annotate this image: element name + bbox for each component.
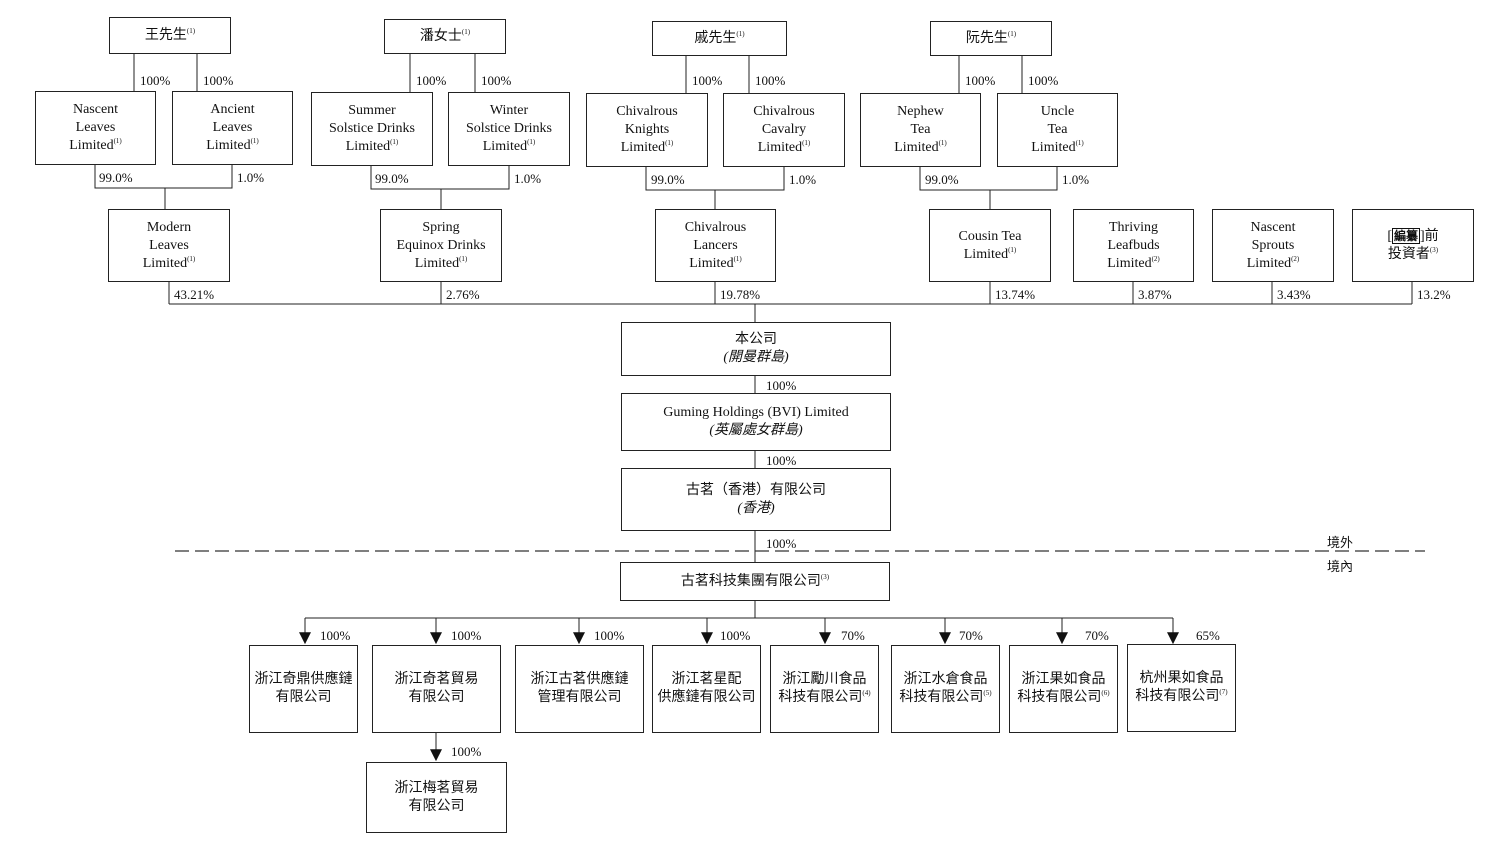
- pct-nascent-modern: 99.0%: [99, 170, 133, 185]
- pct-hk-techgroup: 100%: [766, 536, 797, 551]
- box-thriving-leafbuds: Thriving Leafbuds Limited(2): [1073, 209, 1194, 282]
- pct-grandchild: 100%: [451, 744, 482, 759]
- pct-sub-2: 100%: [451, 628, 482, 643]
- person-pan: 潘女士(1): [384, 19, 506, 54]
- pct-pan-winter: 100%: [481, 73, 512, 88]
- pct-qi-knights: 100%: [692, 73, 723, 88]
- pct-company-bvi: 100%: [766, 378, 797, 393]
- box-chivalrous-lancers: Chivalrous Lancers Limited(1): [655, 209, 776, 282]
- box-nephew-tea: Nephew Tea Limited(1): [860, 93, 981, 167]
- pct-nascent-sprouts: 3.43%: [1277, 287, 1311, 302]
- pct-chivalrous-lancers: 19.78%: [720, 287, 761, 302]
- box-sub-hangzhou-guoru: 杭州果如食品 科技有限公司(7): [1127, 644, 1236, 732]
- box-chivalrous-knights: Chivalrous Knights Limited(1): [586, 93, 708, 167]
- pct-summer-spring: 99.0%: [375, 171, 409, 186]
- person-wang: 王先生(1): [109, 17, 231, 54]
- box-spring-equinox: Spring Equinox Drinks Limited(1): [380, 209, 502, 282]
- pct-cavalry-lancers: 1.0%: [789, 172, 817, 187]
- box-company: 本公司 (開曼群島): [621, 322, 891, 376]
- redaction-mark: 編纂: [1391, 227, 1420, 244]
- person-ruan: 阮先生(1): [930, 21, 1052, 56]
- box-zhejiang-meiming-trading: 浙江梅茗貿易 有限公司: [366, 762, 507, 833]
- box-ancient-leaves: Ancient Leaves Limited(1): [172, 91, 293, 165]
- pct-pre-ipo-investors: 13.2%: [1417, 287, 1451, 302]
- zone-onshore-label: 境內: [1327, 559, 1354, 574]
- pct-modern-leaves: 43.21%: [174, 287, 215, 302]
- pct-ruan-nephew: 100%: [965, 73, 996, 88]
- box-guming-tech-group: 古茗科技集團有限公司(3): [620, 562, 890, 601]
- box-summer-solstice: Summer Solstice Drinks Limited(1): [311, 92, 433, 166]
- pct-ancient-modern: 1.0%: [237, 170, 265, 185]
- box-cousin-tea: Cousin Tea Limited(1): [929, 209, 1051, 282]
- pct-wang-ancient: 100%: [203, 73, 234, 88]
- box-uncle-tea: Uncle Tea Limited(1): [997, 93, 1118, 167]
- box-sub-zhejiang-qiding: 浙江奇鼎供應鏈 有限公司: [249, 645, 358, 733]
- box-sub-zhejiang-qiming-trading: 浙江奇茗貿易 有限公司: [372, 645, 501, 733]
- pct-qi-cavalry: 100%: [755, 73, 786, 88]
- pct-sub-1: 100%: [320, 628, 351, 643]
- pct-knights-lancers: 99.0%: [651, 172, 685, 187]
- pct-spring-equinox: 2.76%: [446, 287, 480, 302]
- box-sub-zhejiang-guming-supply: 浙江古茗供應鏈 管理有限公司: [515, 645, 644, 733]
- zone-offshore-label: 境外: [1327, 535, 1354, 550]
- box-sub-zhejiang-guoru: 浙江果如食品 科技有限公司(6): [1009, 645, 1118, 733]
- pct-winter-spring: 1.0%: [514, 171, 542, 186]
- box-sub-zhejiang-lichuan: 浙江勵川食品 科技有限公司(4): [770, 645, 879, 733]
- pct-sub-7: 70%: [1085, 628, 1109, 643]
- pct-nephew-cousin: 99.0%: [925, 172, 959, 187]
- pct-sub-6: 70%: [959, 628, 983, 643]
- pct-ruan-uncle: 100%: [1028, 73, 1059, 88]
- pct-bvi-hk: 100%: [766, 453, 797, 468]
- pct-sub-4: 100%: [720, 628, 751, 643]
- box-nascent-leaves: Nascent Leaves Limited(1): [35, 91, 156, 165]
- box-nascent-sprouts: Nascent Sprouts Limited(2): [1212, 209, 1334, 282]
- pct-sub-8: 65%: [1196, 628, 1220, 643]
- pct-pan-summer: 100%: [416, 73, 447, 88]
- pct-cousin-tea: 13.74%: [995, 287, 1036, 302]
- box-sub-zhejiang-shuicang: 浙江水倉食品 科技有限公司(5): [891, 645, 1000, 733]
- pct-uncle-cousin: 1.0%: [1062, 172, 1090, 187]
- box-guming-bvi: Guming Holdings (BVI) Limited (英屬處女群島): [621, 393, 891, 451]
- box-chivalrous-cavalry: Chivalrous Cavalry Limited(1): [723, 93, 845, 167]
- pct-wang-nascent: 100%: [140, 73, 171, 88]
- pct-sub-5: 70%: [841, 628, 865, 643]
- person-qi: 戚先生(1): [652, 21, 787, 56]
- box-pre-ipo-investors: [編纂]前 投資者(3): [1352, 209, 1474, 282]
- pct-thriving-leafbuds: 3.87%: [1138, 287, 1172, 302]
- box-guming-hk: 古茗（香港）有限公司 (香港): [621, 468, 891, 531]
- box-modern-leaves: Modern Leaves Limited(1): [108, 209, 230, 282]
- pct-sub-3: 100%: [594, 628, 625, 643]
- box-winter-solstice: Winter Solstice Drinks Limited(1): [448, 92, 570, 166]
- box-sub-zhejiang-mingxingpei: 浙江茗星配 供應鏈有限公司: [652, 645, 761, 733]
